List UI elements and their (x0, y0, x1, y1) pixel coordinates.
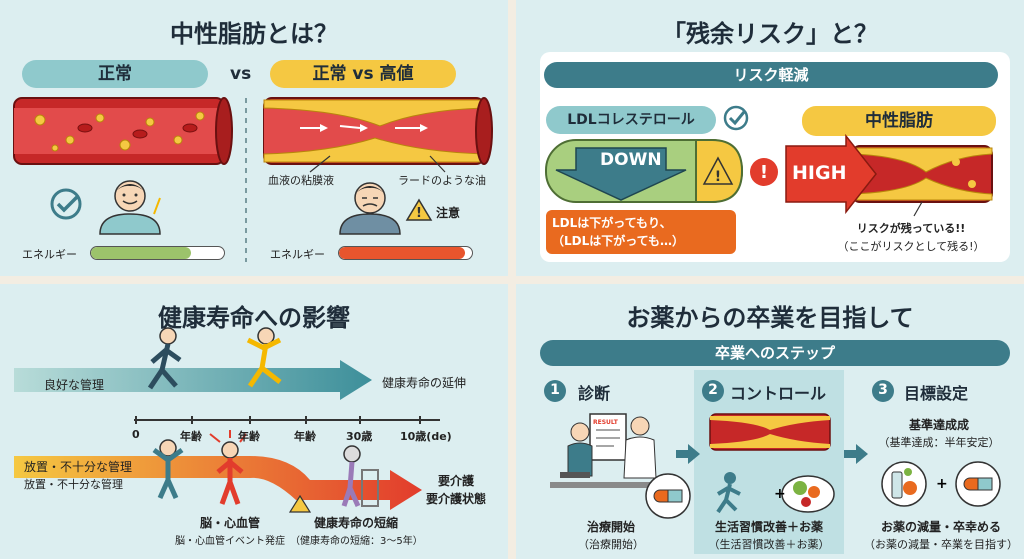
medicine-reduction-illustration (881, 461, 1001, 507)
bad-management-label2: 放置・不十分な管理 (24, 478, 123, 491)
note-line1: LDLは下がってもり、 (552, 216, 672, 230)
alert-icon: ! (750, 158, 778, 186)
step2-number: 2 (708, 382, 718, 398)
svg-text:!: ! (416, 206, 422, 221)
left-energy-label: エネルギー (22, 248, 77, 261)
panel1-title: 中性脂肪とは？ (170, 20, 338, 48)
risk-header: リスク軽減 (544, 62, 998, 88)
left-energy-bar (90, 246, 225, 260)
risk-line1: リスクが残っている!! (856, 222, 966, 235)
step2-caption1: 生活習慣改善＋お薬 (714, 520, 823, 534)
good-management-label: 良好な管理 (44, 378, 105, 392)
step3-number: 3 (878, 382, 888, 398)
down-label: DOWN (600, 150, 662, 170)
annot-lard: ラードのような油 (398, 174, 486, 187)
panel4-title: お薬からの卒業を目指して (626, 304, 914, 332)
step3-number-icon (872, 380, 894, 402)
step3-caption1: お薬の減量・卒幸める (880, 520, 1001, 534)
step1-title: 診断 (578, 384, 611, 403)
steps-header: 卒業へのステップ (540, 340, 1010, 366)
risk-line2: （ここがリスクとして残る!） (837, 240, 985, 253)
step1-number: 1 (550, 382, 560, 398)
svg-text:!: ! (760, 162, 768, 183)
step1-caption1: 治療開始 (586, 520, 635, 534)
panel3-title: 健康寿命への影響 (158, 304, 350, 332)
high-label: HIGH (792, 162, 847, 184)
arrow-right-icon (676, 444, 700, 464)
panel2-title: 「残余リスク」と？ (662, 20, 878, 48)
step2-caption2: （生活習慣改善＋お薬） (708, 538, 830, 551)
plus-sign-1: + (774, 486, 786, 502)
control-illustration (709, 413, 835, 514)
panel-residual-risk: 「残余リスク」と？ リスク軽減 LDLコレステロール ! DOWN ! LDLは… (516, 0, 1024, 276)
result-sheet-label: RESULT (593, 419, 618, 426)
bad-result1: 要介護 (438, 474, 475, 488)
normal-pill: 正常 (22, 60, 208, 88)
tired-person-icon (339, 182, 401, 235)
panel-graduation: お薬からの卒業を目指して 卒業へのステップ 1 診断 RESULT 治療開始 （… (516, 284, 1024, 559)
svg-text:!: ! (715, 169, 721, 185)
goal-line1: 基準達成成 (908, 418, 969, 432)
good-result-label: 健康寿命の延伸 (382, 376, 467, 390)
panel-triglyceride: 中性脂肪とは？ 正常 vs 正常 vs 高値 血液の粘膜液 ラードのような油 (0, 0, 508, 276)
warning-icon: ! (405, 198, 433, 221)
ldl-check-icon (723, 105, 749, 131)
doctor-consultation-illustration (550, 413, 691, 519)
step2-title: コントロール (730, 384, 827, 403)
happy-person-icon (99, 180, 161, 235)
axis-tick-2: 年齢 (238, 430, 260, 443)
high-pill: 正常 vs 高値 (270, 60, 456, 88)
arrow-right-icon-2 (844, 444, 868, 464)
bad-management-label1: 放置・不十分な管理 (24, 460, 133, 474)
axis-tick-4: 30歳 (346, 430, 373, 443)
life-chart-illustration (14, 327, 440, 513)
step1-number-icon (544, 380, 566, 402)
shorten-label2: （健康寿命の短縮：3〜5年） (290, 536, 423, 547)
step1-caption2: （治療開始） (578, 538, 644, 551)
step3-title: 目標設定 (904, 384, 969, 403)
right-energy-label: エネルギー (270, 248, 325, 261)
note-line2: （LDLは下がっても…） (552, 234, 685, 248)
axis-tick-3: 年齢 (294, 430, 316, 443)
ldl-down-capsule: ! (545, 139, 744, 203)
axis-tick-0: 0 (132, 428, 140, 441)
right-energy-bar (338, 246, 473, 260)
check-icon (50, 188, 82, 220)
ldl-pill: LDLコレステロール (546, 106, 716, 134)
high-vessel-illustration (785, 133, 993, 217)
vs-label: vs (230, 64, 252, 84)
step3-caption2: （お薬の減量・卒業を目指す） (864, 538, 1018, 551)
panel-healthy-life: 健康寿命への影響 良好な (0, 284, 508, 559)
axis-tick-5: 10歳(de) (400, 430, 452, 443)
normal-vessel-illustration (13, 97, 493, 262)
event-label1: 脳・心血管 (199, 516, 260, 530)
goal-line2: （基準達成：半年安定） (878, 436, 1000, 449)
annot-blood: 血液の粘膜液 (268, 174, 334, 187)
ldl-note-box (546, 210, 736, 254)
bad-result2: 要介護状態 (426, 492, 487, 506)
event-label2: 脳・心血管イベント発症 (175, 536, 285, 547)
step2-number-icon (702, 380, 724, 402)
caution-label: 注意 (436, 206, 461, 220)
plus-sign-2: + (936, 476, 948, 492)
step2-highlight (694, 370, 844, 554)
tg-pill: 中性脂肪 (802, 106, 996, 136)
shorten-label1: 健康寿命の短縮 (314, 516, 399, 530)
axis-tick-1: 年齢 (180, 430, 202, 443)
